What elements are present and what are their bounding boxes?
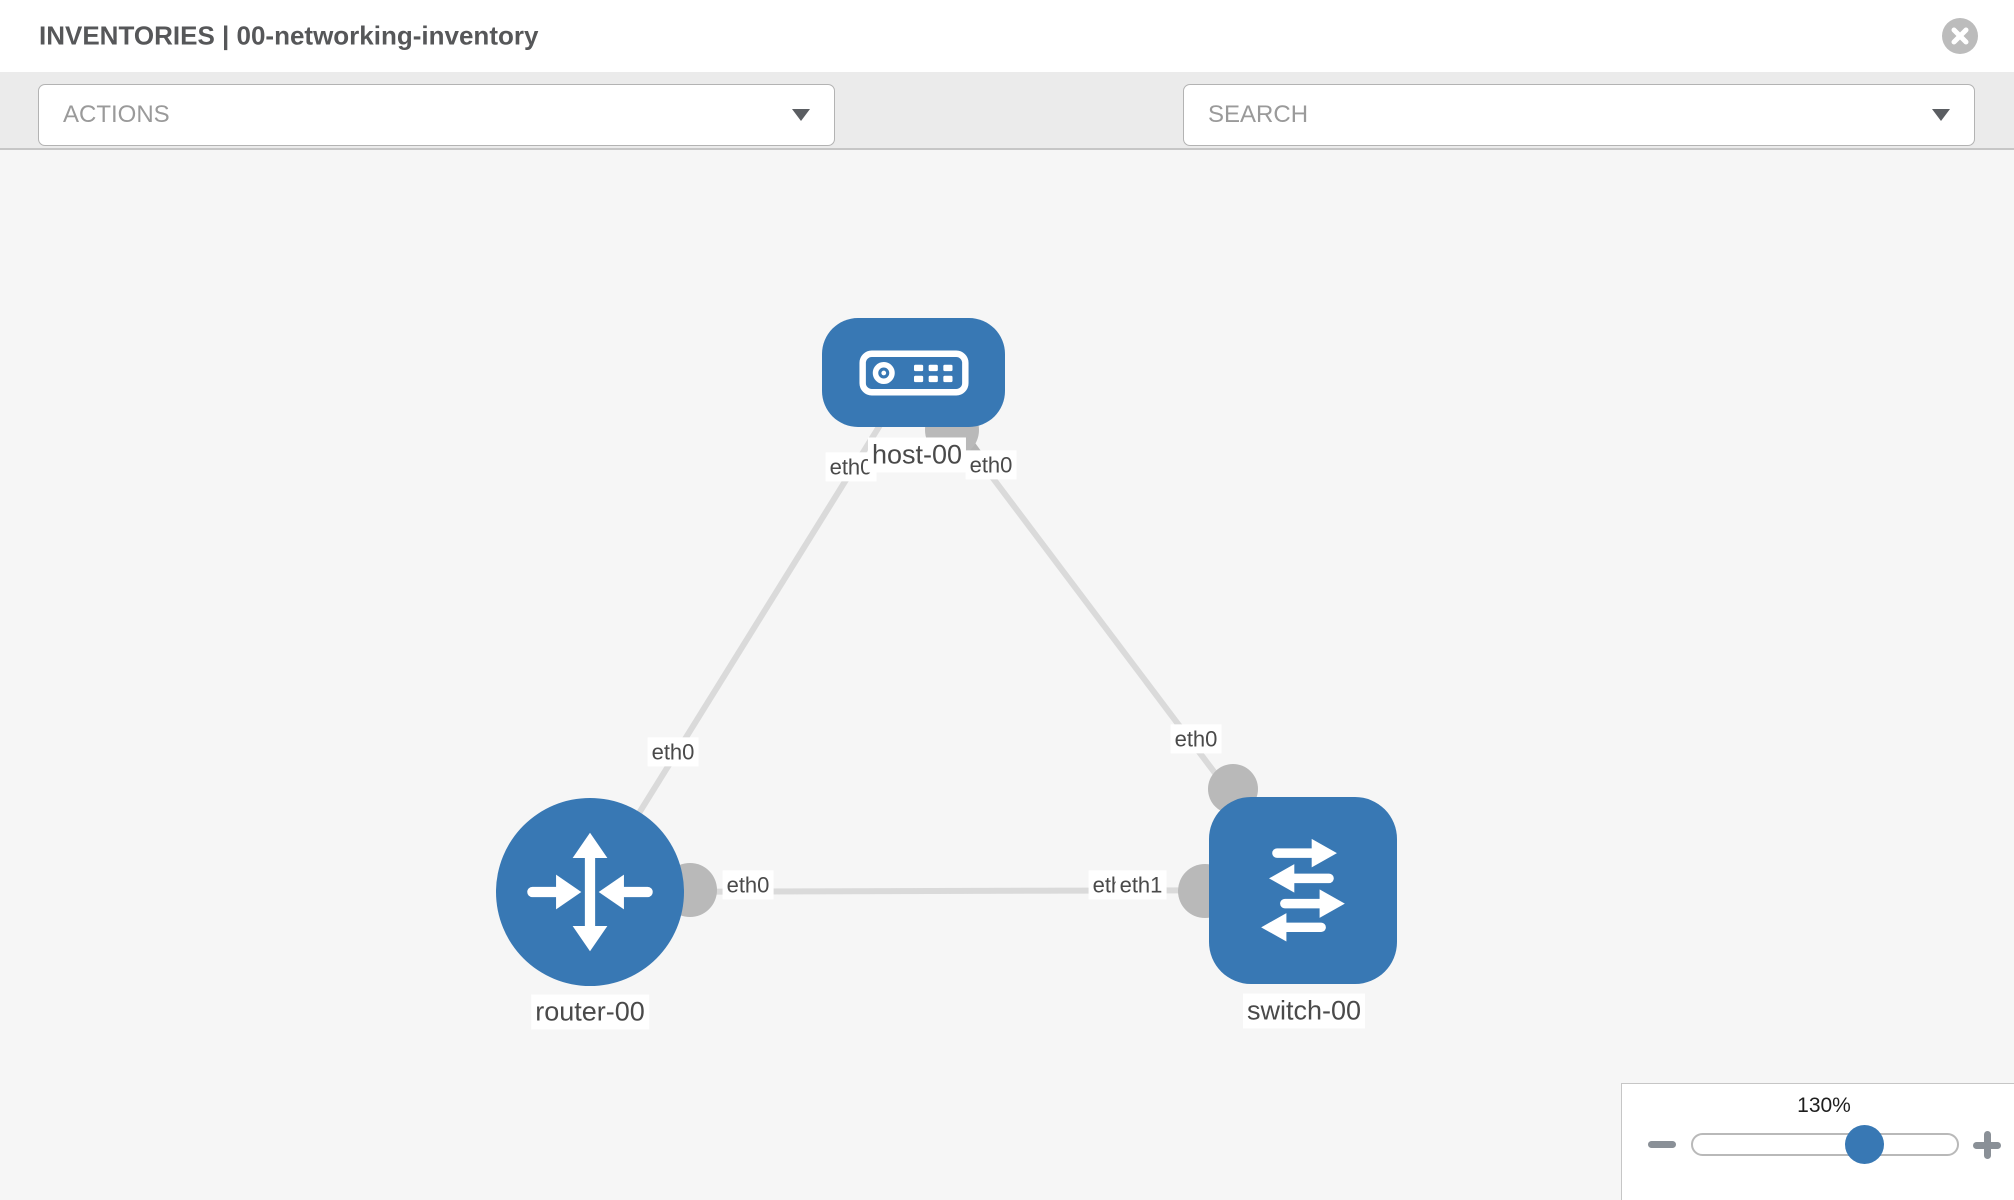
zoom-slider-knob[interactable] — [1845, 1125, 1884, 1164]
node-router-00[interactable] — [496, 798, 684, 986]
switch-icon — [1261, 838, 1345, 942]
node-host-00[interactable] — [822, 318, 1005, 427]
topology-canvas[interactable]: eth0 host-00 eth0 eth0 eth0 eth0 eth1 et… — [0, 150, 2014, 1200]
actions-dropdown-label: ACTIONS — [63, 101, 170, 128]
node-label-host: host-00 — [867, 437, 967, 473]
interface-label: eth0 — [965, 450, 1017, 480]
node-switch-00[interactable] — [1209, 797, 1397, 984]
chevron-down-icon — [1932, 109, 1950, 121]
chevron-down-icon — [792, 109, 810, 121]
interface-label: eth1 — [1115, 870, 1167, 900]
links-layer — [587, 370, 1306, 918]
close-icon[interactable] — [1942, 18, 1978, 54]
node-label-router: router-00 — [531, 994, 649, 1030]
zoom-panel: 130% — [1621, 1083, 2014, 1200]
panel-header: INVENTORIES | 00-networking-inventory — [0, 0, 2014, 72]
zoom-out-icon[interactable] — [1648, 1141, 1676, 1148]
interface-label: eth0 — [825, 452, 877, 482]
search-dropdown-label: SEARCH — [1208, 101, 1309, 128]
node-label-switch: switch-00 — [1242, 993, 1366, 1029]
zoom-slider[interactable] — [1691, 1133, 1959, 1156]
interface-label: eth0 — [1170, 724, 1222, 754]
page-title: INVENTORIES | 00-networking-inventory — [39, 20, 539, 51]
toolbar: ACTIONS SEARCH — [0, 72, 2014, 207]
interface-label: eth0 — [722, 870, 774, 900]
zoom-in-icon[interactable] — [1973, 1131, 2001, 1159]
router-icon — [527, 832, 653, 952]
zoom-level-value: 130% — [1797, 1094, 1851, 1117]
search-dropdown[interactable]: SEARCH — [1183, 84, 1975, 146]
actions-dropdown[interactable]: ACTIONS — [38, 84, 835, 146]
interface-label: eth0 — [647, 737, 699, 767]
host-icon — [858, 350, 969, 395]
